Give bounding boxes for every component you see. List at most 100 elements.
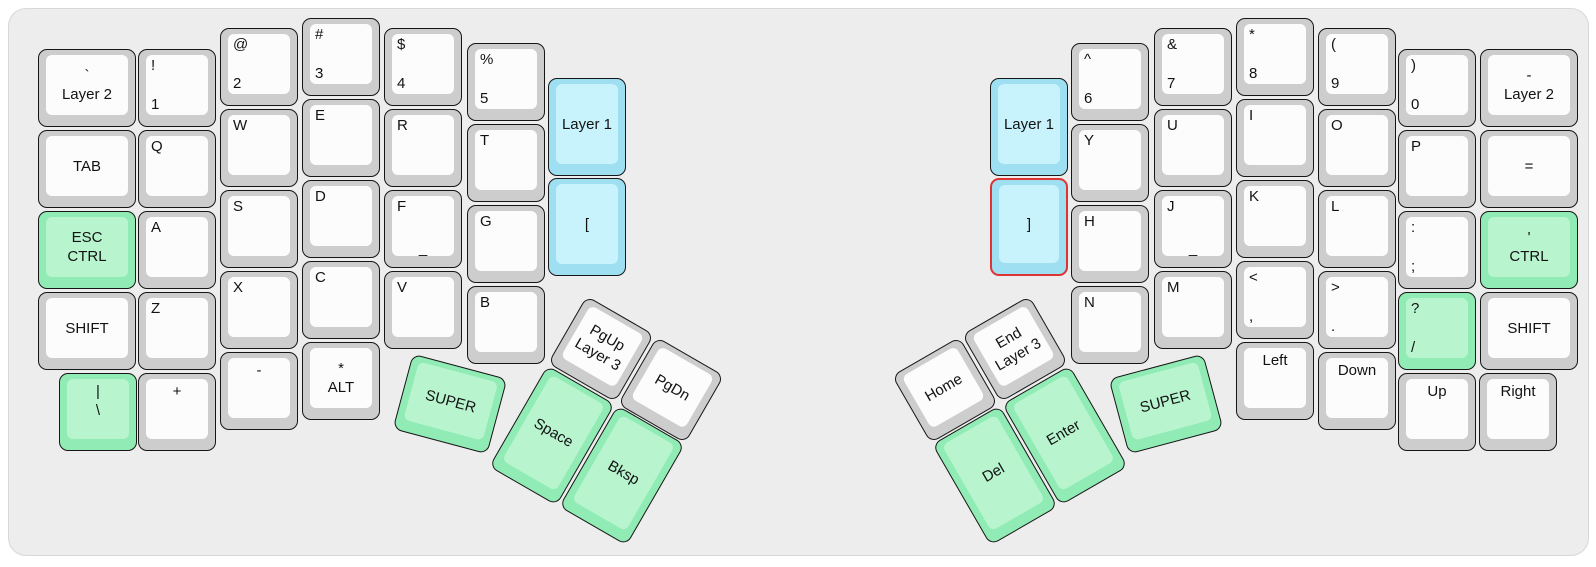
key-legend: /	[1411, 339, 1416, 356]
keycap-surface: A	[146, 217, 208, 277]
key-question-slash[interactable]: ?/	[1398, 292, 1476, 370]
key-t[interactable]: T	[467, 124, 545, 202]
key-arrow-left[interactable]: Left	[1236, 342, 1314, 420]
key-w[interactable]: W	[220, 109, 298, 187]
key-arrow-up[interactable]: Up	[1398, 373, 1476, 451]
key-d[interactable]: D	[302, 180, 380, 258]
key-star-alt[interactable]: *ALT	[302, 342, 380, 420]
key-legend: (	[1331, 36, 1336, 53]
key-legend: Layer 1	[561, 115, 613, 133]
key-super-left[interactable]: SUPER	[392, 353, 508, 455]
key-colon-semicolon[interactable]: :;	[1398, 211, 1476, 289]
keycap-surface: T	[475, 130, 537, 190]
key-layer1-left[interactable]: Layer 1	[548, 78, 626, 176]
key-n[interactable]: N	[1071, 286, 1149, 364]
key-shift-left[interactable]: SHIFT	[38, 292, 136, 370]
key-super-right[interactable]: SUPER	[1108, 353, 1224, 455]
key-rparen-0[interactable]: )0	[1398, 49, 1476, 127]
key-exclam-1[interactable]: !1	[138, 49, 216, 127]
key-arrow-right[interactable]: Right	[1479, 373, 1557, 451]
key-legend: B	[480, 294, 491, 311]
key-legend: 3	[315, 65, 324, 82]
key-legend: ESC	[71, 229, 103, 246]
keycap-surface: ]	[999, 185, 1059, 263]
key-percent-5[interactable]: %5	[467, 43, 545, 121]
key-g[interactable]: G	[467, 205, 545, 283]
keycap-surface: SUPER	[403, 361, 499, 441]
key-y[interactable]: Y	[1071, 124, 1149, 202]
key-legend: 1	[151, 96, 160, 113]
key-plus[interactable]: +	[138, 373, 216, 451]
key-q[interactable]: Q	[138, 130, 216, 208]
key-minus[interactable]: -	[220, 352, 298, 430]
key-star-8[interactable]: *8	[1236, 18, 1314, 96]
key-legend: #	[315, 26, 324, 43]
key-legend: `	[84, 67, 90, 84]
key-z[interactable]: Z	[138, 292, 216, 370]
keycap-surface: Layer 1	[556, 84, 618, 164]
key-lbracket[interactable]: [	[548, 178, 626, 276]
key-k[interactable]: K	[1236, 180, 1314, 258]
key-o[interactable]: O	[1318, 109, 1396, 187]
key-grave-layer2[interactable]: `Layer 2	[38, 49, 136, 127]
key-legend: 4	[397, 75, 406, 92]
key-s[interactable]: S	[220, 190, 298, 268]
key-u[interactable]: U	[1154, 109, 1232, 187]
keycap-surface: &7	[1162, 34, 1224, 94]
key-l[interactable]: L	[1318, 190, 1396, 268]
key-legend: ;	[1411, 258, 1416, 275]
key-hash-3[interactable]: #3	[302, 18, 380, 96]
key-gt-period[interactable]: >.	[1318, 271, 1396, 349]
key-c[interactable]: C	[302, 261, 380, 339]
key-e[interactable]: E	[302, 99, 380, 177]
key-legend: Bksp	[604, 457, 642, 489]
key-dash-layer2[interactable]: -Layer 2	[1480, 49, 1578, 127]
key-p[interactable]: P	[1398, 130, 1476, 208]
key-equals[interactable]: =	[1480, 130, 1578, 208]
keycap-surface: ^6	[1079, 49, 1141, 109]
key-b[interactable]: B	[467, 286, 545, 364]
key-caret-6[interactable]: ^6	[1071, 43, 1149, 121]
key-quote-ctrl[interactable]: 'CTRL	[1480, 211, 1578, 289]
key-legend: L	[1331, 198, 1340, 215]
key-lparen-9[interactable]: (9	[1318, 28, 1396, 106]
key-j-homing[interactable]: J_	[1154, 190, 1232, 268]
key-lt-comma[interactable]: <,	[1236, 261, 1314, 339]
key-i[interactable]: I	[1236, 99, 1314, 177]
key-legend: Q	[151, 138, 163, 155]
keycap-surface: E	[310, 105, 372, 165]
key-legend: PgDn	[651, 370, 694, 405]
key-legend: F	[397, 198, 407, 215]
key-arrow-down[interactable]: Down	[1318, 352, 1396, 430]
key-dollar-4[interactable]: $4	[384, 28, 462, 106]
key-f-homing[interactable]: F_	[384, 190, 462, 268]
keycap-surface: D	[310, 186, 372, 246]
key-m[interactable]: M	[1154, 271, 1232, 349]
key-pipe-backslash[interactable]: |\	[59, 373, 137, 451]
key-a[interactable]: A	[138, 211, 216, 289]
key-x[interactable]: X	[220, 271, 298, 349]
key-h[interactable]: H	[1071, 205, 1149, 283]
keycap-surface: L	[1326, 196, 1388, 256]
key-legend: E	[315, 107, 326, 124]
key-shift-right[interactable]: SHIFT	[1480, 292, 1578, 370]
keycap-surface: V	[392, 277, 454, 337]
key-legend: ALT	[327, 379, 355, 396]
keycap-surface: 'CTRL	[1488, 217, 1570, 277]
key-tab[interactable]: TAB	[38, 130, 136, 208]
key-layer1-right[interactable]: Layer 1	[990, 78, 1068, 176]
key-rbracket[interactable]: ]	[990, 178, 1068, 276]
key-r[interactable]: R	[384, 109, 462, 187]
key-amp-7[interactable]: &7	[1154, 28, 1232, 106]
keycap-surface: TAB	[46, 136, 128, 196]
keycap-surface: Down	[1326, 358, 1388, 418]
key-legend: X	[233, 279, 244, 296]
key-legend: >	[1331, 279, 1340, 296]
key-at-2[interactable]: @2	[220, 28, 298, 106]
key-legend: 5	[480, 90, 489, 107]
key-v[interactable]: V	[384, 271, 462, 349]
